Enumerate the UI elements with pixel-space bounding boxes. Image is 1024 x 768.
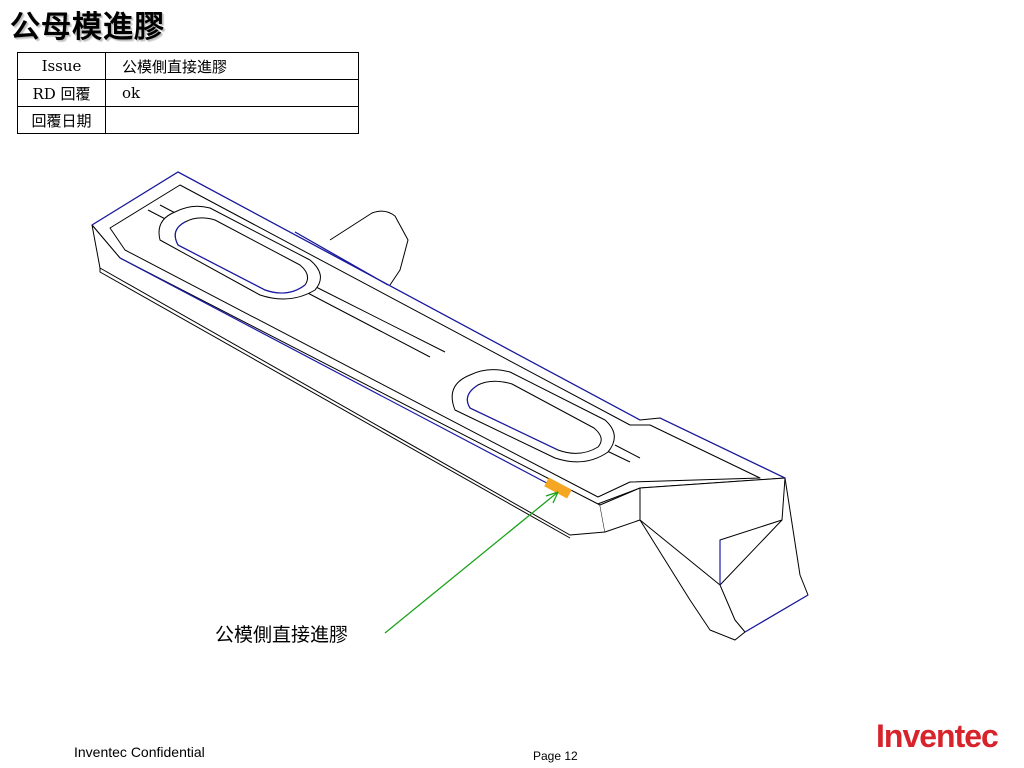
table-cell-value — [105, 106, 359, 134]
company-logo: Inventec — [876, 718, 999, 754]
table-cell-label: 回覆日期 — [17, 106, 106, 134]
table-row: Issue 公模側直接進膠 — [17, 52, 359, 80]
table-cell-value: 公模側直接進膠 — [105, 52, 359, 80]
issue-table: Issue 公模側直接進膠 RD 回覆 ok 回覆日期 — [17, 52, 359, 134]
callout-label: 公模側直接進膠 — [215, 624, 349, 646]
callout-arrow — [384, 491, 559, 634]
page-number: Page 12 — [533, 749, 578, 763]
edge-highlights — [91, 171, 809, 633]
slide-title: 公母模進膠 — [10, 10, 165, 45]
gate-marker — [544, 477, 572, 499]
footer-confidential: Inventec Confidential — [74, 744, 205, 760]
table-cell-label: Issue — [17, 52, 106, 80]
table-row: 回覆日期 — [17, 106, 359, 134]
table-cell-label: RD 回覆 — [17, 79, 106, 107]
